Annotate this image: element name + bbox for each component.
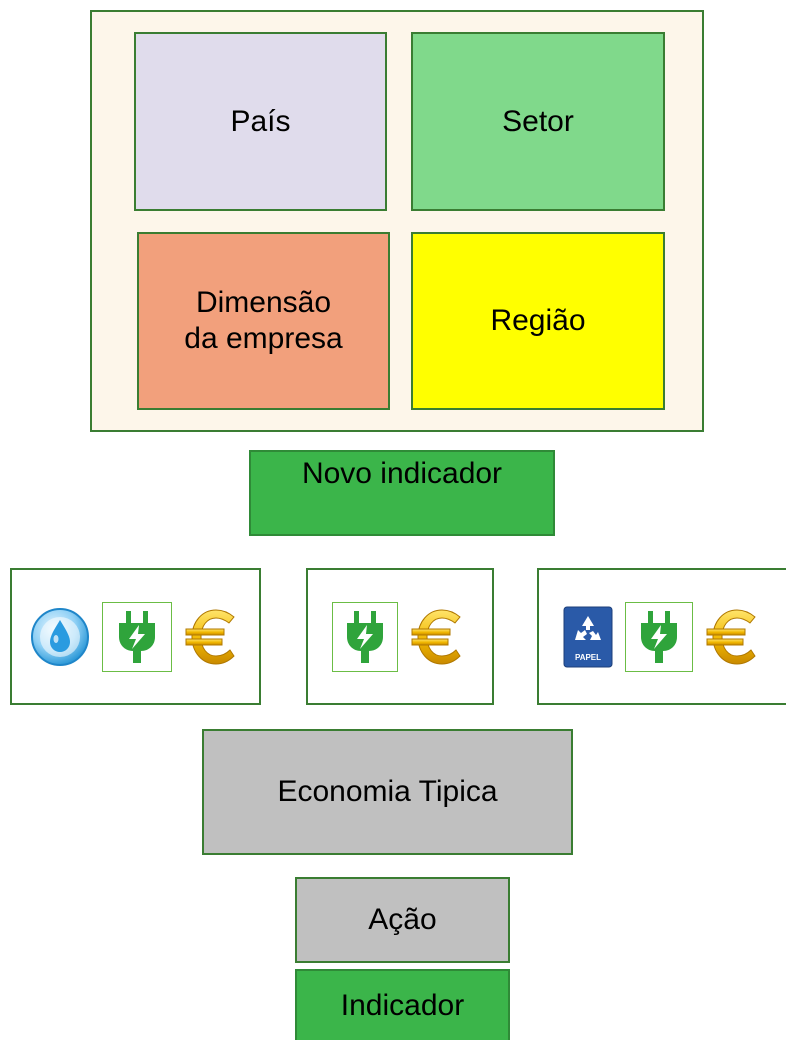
- filter-regiao[interactable]: Região: [411, 232, 665, 410]
- legend-action: Ação: [295, 877, 510, 963]
- filter-setor[interactable]: Setor: [411, 32, 665, 211]
- legend-action-label: Ação: [368, 903, 437, 936]
- icon-group-3[interactable]: PAPEL: [537, 568, 786, 705]
- plug-icon: [347, 610, 383, 663]
- new-indicator-box[interactable]: Novo indicador: [249, 450, 555, 536]
- new-indicator-label: Novo indicador: [301, 457, 503, 490]
- plug-icon: [118, 610, 155, 663]
- filter-dimensao[interactable]: Dimensão da empresa: [137, 232, 390, 410]
- typical-economy-label: Economia Tipica: [277, 775, 498, 808]
- icon-group-2[interactable]: [306, 568, 494, 705]
- filter-setor-label: Setor: [502, 104, 574, 138]
- paper-icon-label: PAPEL: [574, 653, 600, 662]
- water-drop-icon: [30, 607, 89, 666]
- euro-icon: [185, 608, 235, 665]
- filter-dimensao-label-line1: Dimensão: [195, 286, 332, 319]
- euro-icon: [411, 608, 461, 665]
- plug-icon: [640, 610, 677, 663]
- filter-regiao-label: Região: [490, 304, 586, 337]
- plug-icon-frame: [101, 601, 172, 672]
- plug-icon-frame: [624, 601, 693, 672]
- legend-indicator-label: Indicador: [340, 988, 465, 1022]
- filter-pais[interactable]: País: [134, 32, 387, 211]
- icon-group-1[interactable]: [10, 568, 261, 705]
- euro-icon: [706, 608, 756, 665]
- legend-indicator: Indicador: [295, 969, 510, 1040]
- filter-pais-label: País: [230, 104, 291, 138]
- filter-dimensao-label-line2: da empresa: [184, 322, 343, 355]
- plug-icon-frame: [332, 601, 398, 672]
- typical-economy-box[interactable]: Economia Tipica: [202, 729, 573, 855]
- recycle-paper-icon: PAPEL: [563, 606, 612, 667]
